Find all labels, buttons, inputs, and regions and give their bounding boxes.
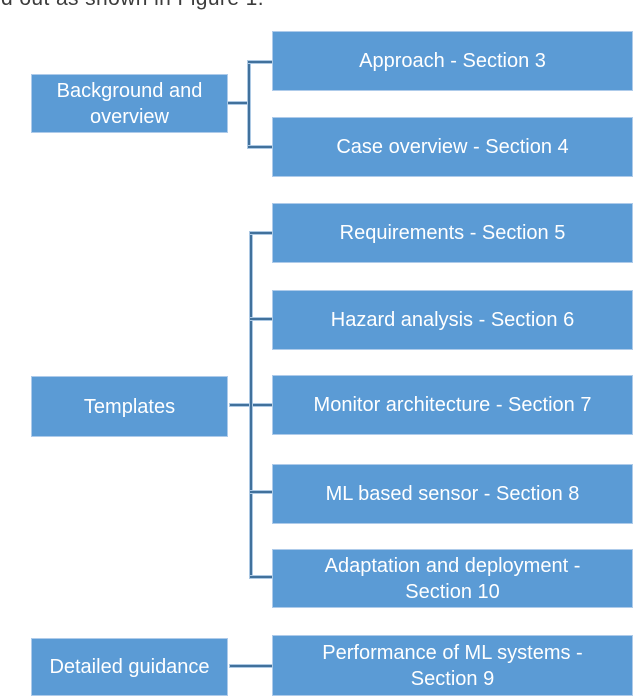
node-label: Hazard analysis - Section 6 <box>330 309 575 331</box>
node-label: Case overview - Section 4 <box>336 136 569 158</box>
node-label: Detailed guidance <box>49 656 210 678</box>
connector-templates-bracket <box>250 232 252 578</box>
node-label: ML based sensor - Section 8 <box>325 483 580 505</box>
connector-background-bracket <box>248 61 250 148</box>
node-monitor-architecture: Monitor architecture - Section 7 <box>272 375 633 435</box>
node-label: Monitor architecture - Section 7 <box>313 394 592 416</box>
connector-approach-stub <box>248 61 272 63</box>
node-requirements: Requirements - Section 5 <box>272 203 633 263</box>
connector-adaptation-stub <box>250 576 272 578</box>
node-label: Requirements - Section 5 <box>339 222 566 244</box>
connector-hazard-stub <box>250 318 272 320</box>
node-label: Approach - Section 3 <box>359 50 546 72</box>
node-case-overview: Case overview - Section 4 <box>272 117 633 177</box>
node-label: Templates <box>83 395 176 418</box>
connector-requirements-stub <box>250 232 272 234</box>
node-hazard-analysis: Hazard analysis - Section 6 <box>272 290 633 350</box>
node-approach: Approach - Section 3 <box>272 31 633 91</box>
node-ml-based-sensor: ML based sensor - Section 8 <box>272 464 633 524</box>
node-background-and-overview: Background and overview <box>31 74 228 133</box>
node-templates: Templates <box>31 376 228 437</box>
connector-ml-sensor-stub <box>250 491 272 493</box>
connector-case-overview-stub <box>248 146 272 148</box>
node-label: Background and overview <box>56 79 203 128</box>
node-label: Adaptation and deployment - Section 10 <box>324 554 581 603</box>
connector-detailed-guidance-trunk <box>230 665 272 667</box>
body-text-cropped: d out as shown in Figure 1. <box>1 0 264 11</box>
node-detailed-guidance: Detailed guidance <box>31 638 228 696</box>
node-adaptation-deployment: Adaptation and deployment - Section 10 <box>272 549 633 608</box>
connector-background-trunk <box>228 102 250 104</box>
node-label: Performance of ML systems - Section 9 <box>322 641 583 690</box>
node-performance-ml-systems: Performance of ML systems - Section 9 <box>272 635 633 696</box>
